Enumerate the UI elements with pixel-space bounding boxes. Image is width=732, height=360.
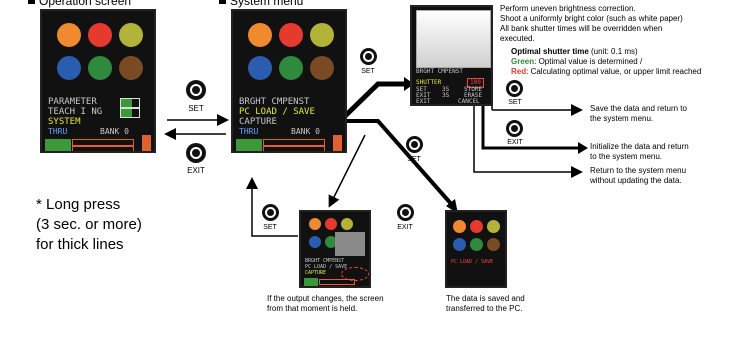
op-thru: THRU (48, 127, 68, 136)
set-icon-store[interactable] (506, 80, 523, 97)
op-parameter: PARAMETER (48, 97, 97, 107)
op-teaching: TEACH I NG (48, 107, 103, 117)
sys-bank: BANK 0 (291, 127, 320, 136)
sys-thru: THRU (239, 127, 259, 136)
set-button-icon[interactable] (186, 80, 206, 100)
capture-back-arrow (246, 177, 298, 237)
olive-dot (119, 23, 143, 47)
system-to-capture-arrow (328, 134, 366, 208)
system-to-bright-arrow (340, 81, 404, 121)
pcload-screen: PC LOAD / SAVE (445, 210, 507, 288)
sys-brght: BRGHT CMPENST (239, 97, 310, 107)
exit-label: EXIT (187, 166, 205, 175)
orange-dot (57, 23, 81, 47)
set-icon-pcload[interactable] (406, 136, 423, 153)
op-bank: BANK 0 (100, 127, 129, 136)
blue-dot (57, 56, 81, 80)
note-brightness: Perform uneven brightness correction. Sh… (500, 4, 683, 43)
brightness-screen: BRGHT CMPENST SHUTTER 100 SET 3S STORE E… (410, 5, 493, 106)
system-to-pcload-arrow (342, 119, 455, 208)
set-label-bright: SET (361, 68, 375, 75)
green-dot (88, 56, 112, 80)
operation-screen-header: Operation screen (28, 0, 131, 8)
return-arrow (473, 96, 583, 178)
red-dot (88, 23, 112, 47)
operation-screen: PARAMETER TEACH I NG SYSTEM THRU BANK 0 (40, 9, 156, 153)
set-icon-bright[interactable] (360, 48, 377, 65)
system-menu-screen: BRGHT CMPENST PC LOAD / SAVE CAPTURE THR… (231, 9, 347, 153)
op-system: SYSTEM (48, 117, 81, 127)
note-long-press: * Long press (3 sec. or more) for thick … (36, 196, 142, 253)
set-label: SET (188, 104, 204, 113)
note-optimal: Optimal shutter time (unit: 0.1 ms) Gree… (511, 47, 702, 76)
sys-pcload: PC LOAD / SAVE (239, 107, 315, 117)
exit-icon-erase[interactable] (506, 120, 523, 137)
shutter-value: 100 (467, 78, 484, 88)
system-menu-header: System menu (219, 0, 303, 8)
brown-dot (119, 56, 143, 80)
init-arrow (481, 96, 580, 150)
exit-button-icon[interactable] (186, 143, 206, 163)
sys-capture: CAPTURE (239, 117, 277, 127)
exit-icon-pcload[interactable] (397, 204, 414, 221)
set-icon-capture[interactable] (262, 204, 279, 221)
capture-screen: BRGHT CMPENST PC LOAD / SAVE CAPTURE (299, 210, 371, 288)
